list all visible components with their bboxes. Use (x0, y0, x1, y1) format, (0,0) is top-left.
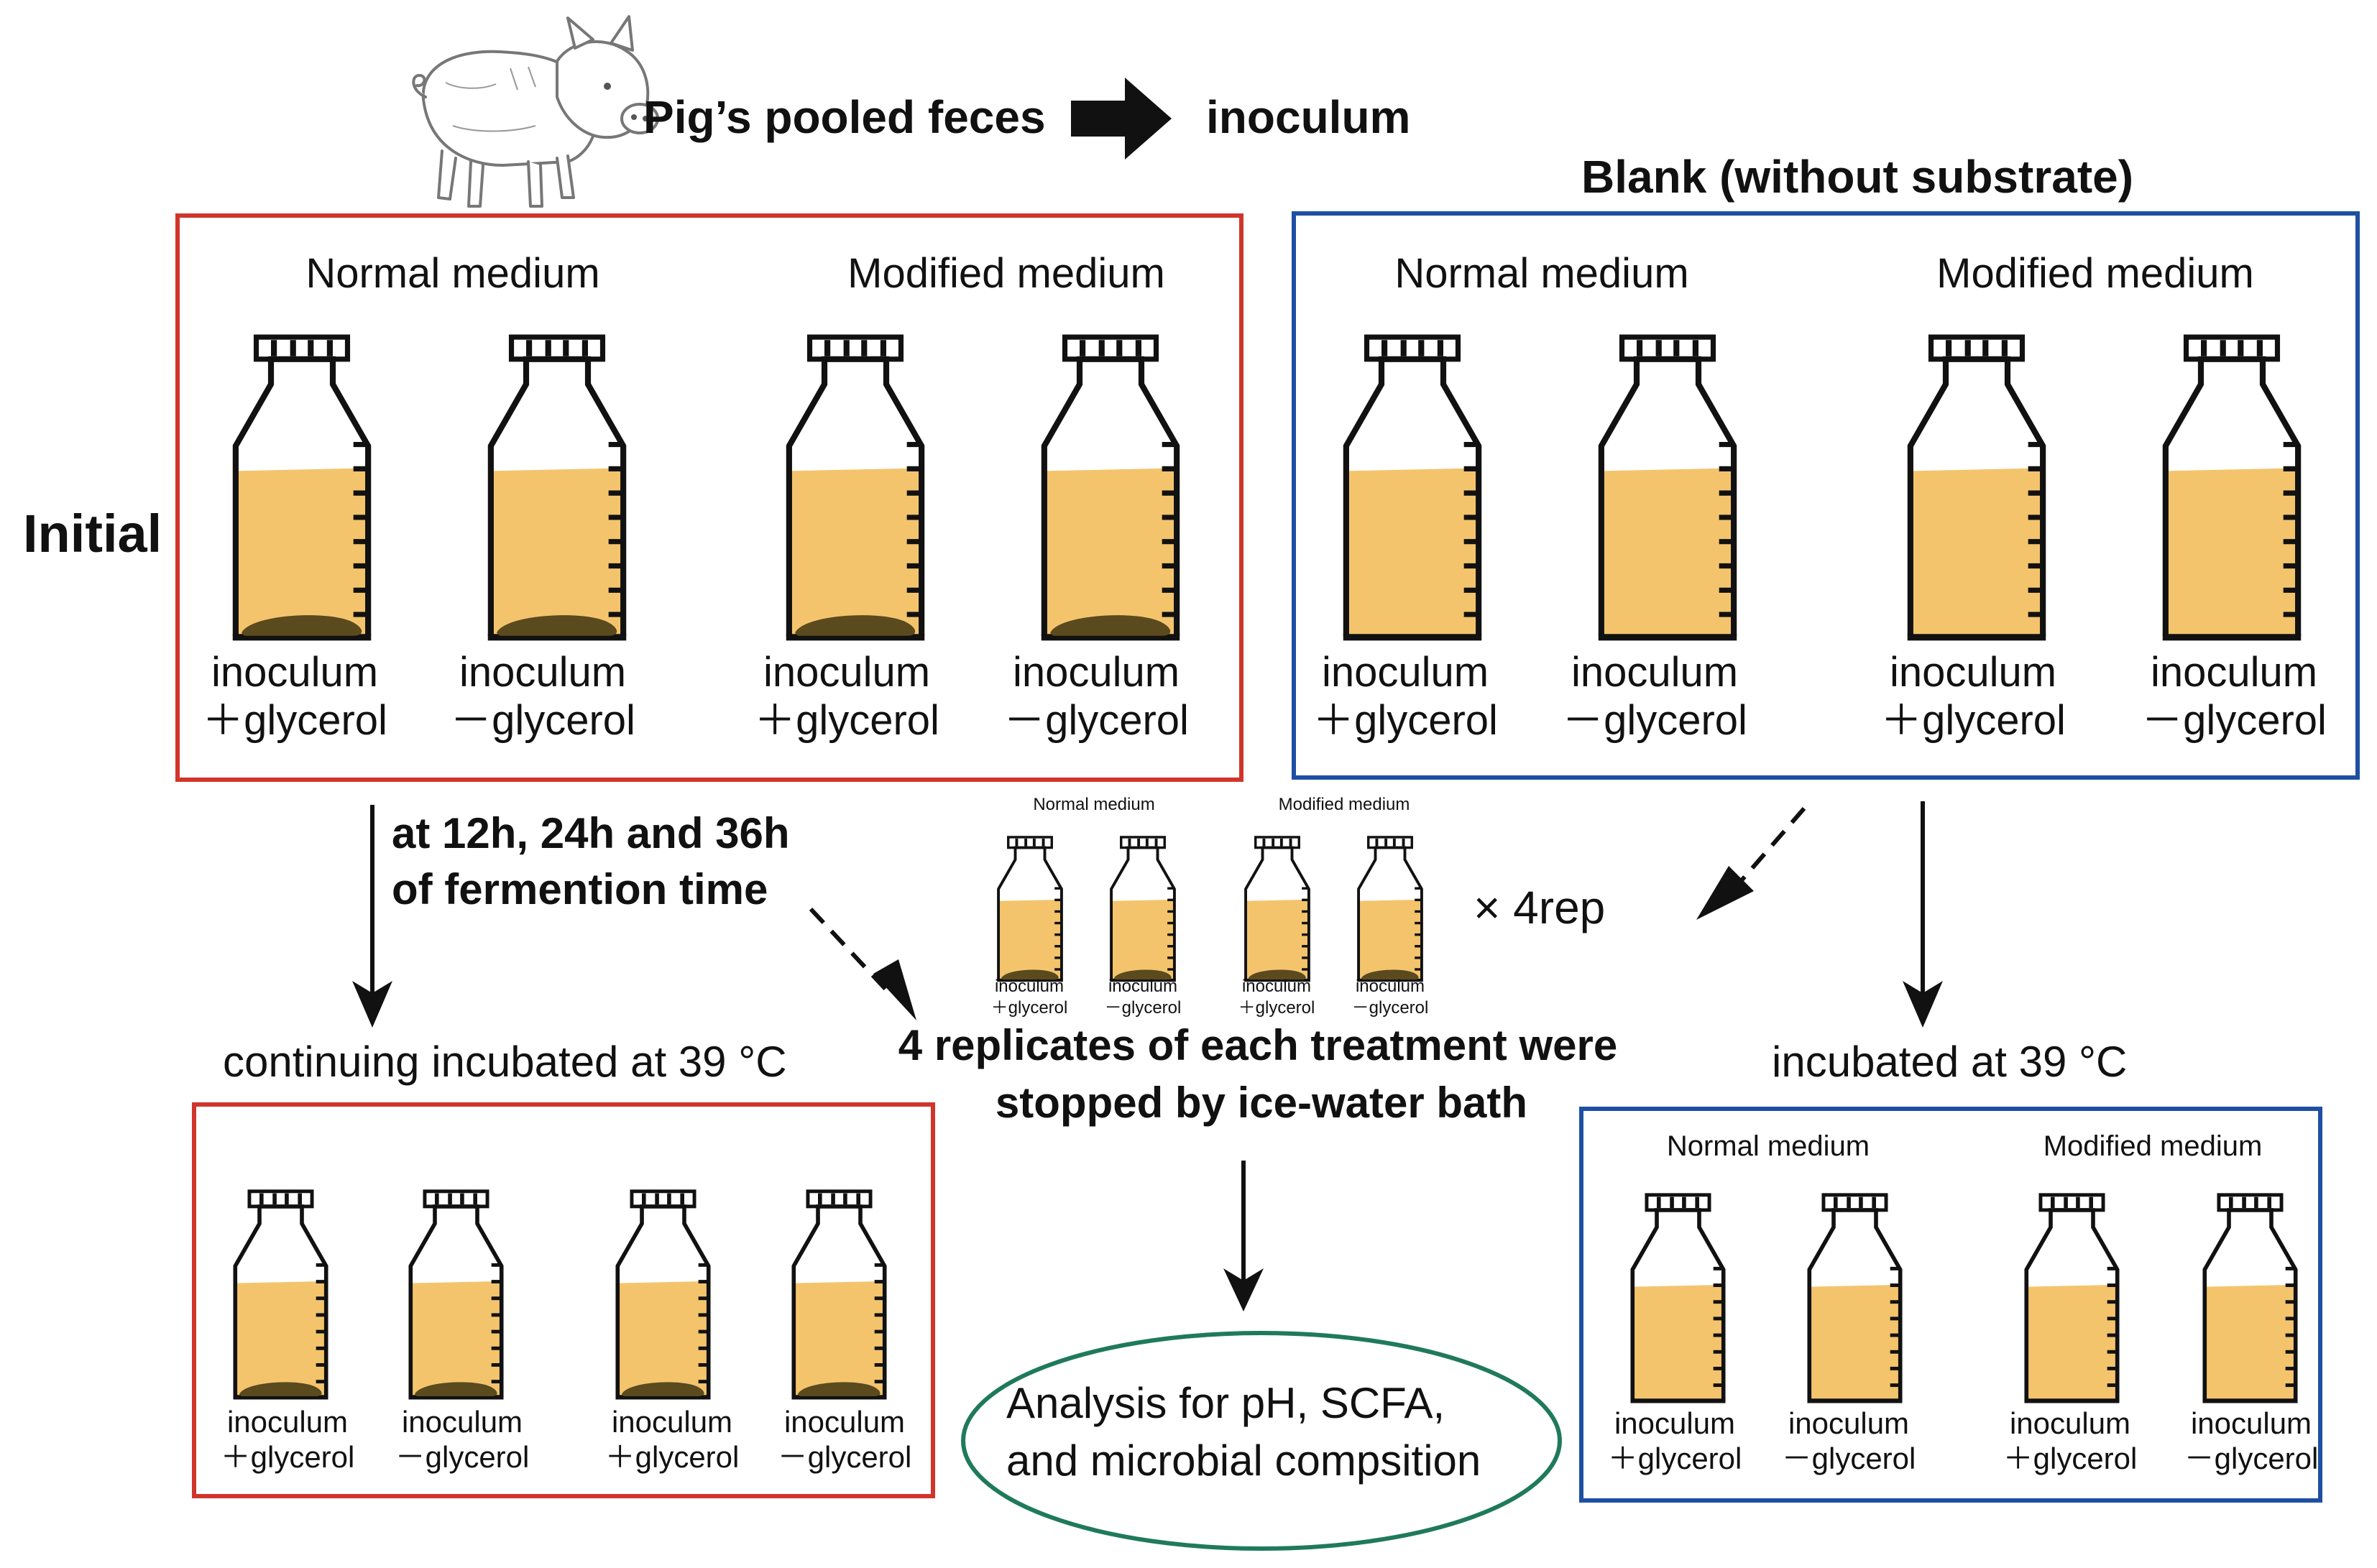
small-bottle-label: ＋glycerol (991, 998, 1068, 1018)
bottle-label: inoculum (1571, 649, 1738, 696)
bottle-icon (233, 1191, 328, 1398)
dashed-arrow-icon (1696, 807, 1806, 920)
analysis-ellipse (961, 1331, 1562, 1551)
bottle-label: inoculum (1013, 649, 1180, 696)
bottle-label: ＋glycerol (754, 697, 939, 744)
small-bottle-label: ＋glycerol (1238, 998, 1315, 1018)
bottle-label: －glycerol (1003, 697, 1189, 744)
initial-red-normal-medium: Normal medium (305, 250, 599, 297)
small-bottle-label: inoculum (1356, 977, 1425, 996)
small-bottle-label: －glycerol (1352, 998, 1429, 1018)
bottle-label: inoculum (2191, 1406, 2312, 1440)
bottle-label: ＋glycerol (605, 1440, 740, 1474)
bottle-label: inoculum (459, 649, 626, 696)
bottle-icon (2163, 337, 2301, 637)
down-arrow-icon (352, 805, 392, 1028)
blank-title: Blank (without substrate) (1581, 151, 2133, 203)
small-bottle-label: inoculum (1108, 977, 1177, 996)
bottle-label: －glycerol (778, 1440, 912, 1474)
replicates-label: × 4rep (1473, 882, 1605, 933)
analysis-line-1: Analysis for pH, SCFA, (1006, 1379, 1445, 1427)
bottle-label: inoculum (402, 1405, 523, 1439)
bottle-icon (615, 1191, 710, 1398)
bottle-icon (1807, 1195, 1902, 1401)
right-arrow-icon (1071, 78, 1172, 160)
bottle-label: inoculum (1322, 649, 1489, 696)
bottle-icon (1908, 337, 2046, 637)
lower-blue-modified-medium: Modified medium (2043, 1130, 2263, 1162)
target-label: inoculum (1206, 91, 1410, 143)
bottle-icon (1357, 837, 1423, 980)
down-arrow-icon (1223, 1161, 1264, 1311)
bottle-label: inoculum (211, 649, 378, 696)
bottle-icon (408, 1191, 503, 1398)
bottle-label: ＋glycerol (202, 697, 387, 744)
pig-icon (412, 15, 659, 208)
bottle-label: ＋glycerol (2003, 1442, 2138, 1475)
dashed-arrow-icon (809, 907, 916, 1020)
bottle-label: ＋glycerol (1608, 1442, 1742, 1475)
initial-treatment-box (175, 213, 1243, 782)
bottle-label: inoculum (2010, 1406, 2130, 1440)
small-bottle-label: inoculum (1242, 977, 1311, 996)
stopped-line-1: 4 replicates of each treatment were (898, 1021, 1617, 1069)
incubated-blank-box (1579, 1107, 2322, 1503)
initial-label: Initial (23, 504, 162, 563)
bottle-icon (1599, 337, 1737, 637)
bottle-icon (2202, 1195, 2297, 1401)
timing-line-1: at 12h, 24h and 36h (392, 809, 790, 857)
bottle-label: inoculum (1788, 1406, 1909, 1440)
bottle-icon (786, 337, 924, 637)
bottle-label: －glycerol (1562, 697, 1747, 744)
bottle-icon (997, 837, 1063, 980)
bottle-label: inoculum (227, 1405, 348, 1439)
bottle-icon (1042, 337, 1180, 637)
bottle-label: ＋glycerol (1312, 697, 1498, 744)
initial-blue-modified-medium: Modified medium (1936, 250, 2254, 297)
bottle-label: －glycerol (395, 1440, 530, 1474)
timing-line-2: of fermention time (392, 865, 768, 913)
small-bottle-label: －glycerol (1105, 998, 1182, 1018)
bottle-icon (1630, 1195, 1725, 1401)
bottle-icon (791, 1191, 886, 1398)
bottle-icon (1244, 837, 1310, 980)
bottle-label: －glycerol (450, 697, 635, 744)
bottle-label: inoculum (2151, 649, 2317, 696)
small-modified-medium: Modified medium (1279, 795, 1410, 814)
incubation-label: incubated at 39 °C (1772, 1038, 2127, 1086)
bottle-label: inoculum (1614, 1406, 1735, 1440)
initial-blue-normal-medium: Normal medium (1394, 250, 1688, 297)
bottle-label: inoculum (612, 1405, 732, 1439)
small-bottle-label: inoculum (995, 977, 1064, 996)
down-arrow-icon (1903, 801, 1943, 1028)
continuing-incubation-label: continuing incubated at 39 °C (223, 1038, 787, 1086)
bottle-icon (233, 337, 371, 637)
bottle-label: －glycerol (2141, 697, 2327, 744)
bottle-label: －glycerol (1782, 1442, 1916, 1475)
bottle-icon (1110, 837, 1176, 980)
bottle-label: －glycerol (2184, 1442, 2319, 1475)
bottle-label: inoculum (784, 1405, 905, 1439)
bottle-icon (1343, 337, 1481, 637)
blank-treatment-box (1292, 211, 2360, 780)
small-normal-medium: Normal medium (1033, 795, 1154, 814)
analysis-line-2: and microbial compsition (1006, 1436, 1481, 1485)
stopped-line-2: stopped by ice-water bath (996, 1079, 1527, 1127)
source-label: Pig’s pooled feces (643, 91, 1046, 143)
bottle-label: inoculum (1890, 649, 2056, 696)
lower-blue-normal-medium: Normal medium (1667, 1130, 1870, 1162)
bottle-label: ＋glycerol (1880, 697, 2066, 744)
continued-treatment-box (192, 1102, 935, 1498)
bottle-label: ＋glycerol (221, 1440, 355, 1474)
bottle-icon (488, 337, 626, 637)
bottle-label: inoculum (763, 649, 930, 696)
bottle-icon (2024, 1195, 2119, 1401)
initial-red-modified-medium: Modified medium (847, 250, 1165, 297)
